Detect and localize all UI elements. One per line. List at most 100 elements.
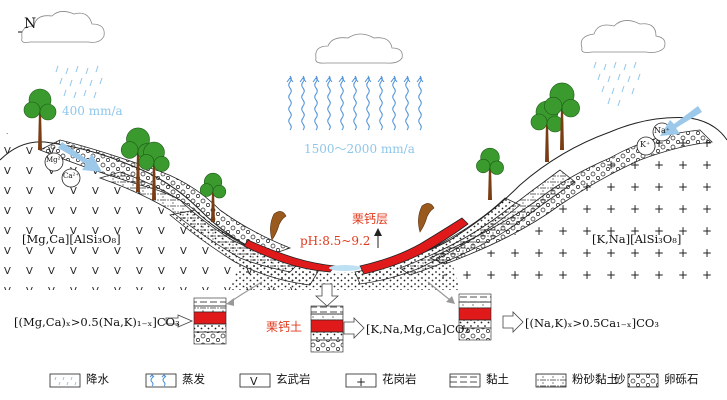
ion-na-label: Na⁺	[654, 126, 670, 135]
calcrete-layer-label: 栗钙层	[352, 212, 389, 226]
soil-profile-layer	[193, 323, 227, 333]
tree-trunk	[560, 106, 564, 150]
north-label: N	[24, 16, 37, 32]
rain-left	[55, 65, 103, 99]
evaporation-arrowhead	[338, 77, 346, 83]
ion-k-label: K⁺	[640, 140, 651, 149]
evaporation-wave	[366, 75, 370, 131]
evaporation-arrowhead	[403, 77, 411, 83]
runoff-arrow-right	[660, 106, 702, 136]
arrow-to-center-profile	[314, 283, 340, 307]
tree-canopy	[153, 155, 170, 172]
rain-amount-label: 400 mm/a	[62, 104, 123, 118]
calcrete-layer-left	[243, 239, 336, 273]
arrow-to-right-profile-head	[446, 296, 455, 304]
cloud-center	[315, 33, 403, 64]
tree-canopy	[530, 113, 548, 131]
ph-label: pH:8.5~9.2	[300, 234, 371, 248]
legend-label-silty-clay: 粉砂黏土	[572, 372, 618, 386]
tree-canopy	[23, 101, 41, 119]
tree-trunk	[152, 162, 156, 200]
soil-profile-layer	[458, 293, 492, 303]
legend-label-evaporation: 蒸发	[182, 372, 205, 386]
evaporation-arrowhead	[299, 77, 307, 83]
svg-text:+: +	[356, 375, 366, 389]
evaporation-arrowhead	[416, 77, 424, 83]
soil-profile-layer	[193, 297, 227, 307]
tree-canopy	[561, 99, 580, 118]
evaporation-arrows	[286, 75, 424, 131]
soil-profile-layer	[310, 313, 344, 321]
legend-label-rain: 降水	[86, 372, 109, 386]
soil-profile-layer	[458, 327, 492, 341]
rain-right	[593, 61, 641, 107]
arrow-to-right-profile	[427, 281, 451, 301]
tree-canopy	[476, 158, 491, 174]
arrow-center-profile-to-formula	[343, 317, 365, 339]
ion-k-circle	[636, 136, 656, 156]
calcrete-layer-right	[359, 217, 469, 275]
cloud-right	[580, 20, 666, 53]
runoff-arrow-left	[58, 142, 102, 172]
evaporation-wave	[314, 75, 318, 131]
ion-mg-label: Mg²⁺	[46, 156, 65, 164]
tree-trunk	[38, 110, 42, 150]
tree-canopy	[138, 154, 155, 170]
evaporation-arrowhead	[312, 77, 320, 83]
soil-profile-layer	[193, 331, 227, 345]
tree-trunk	[545, 122, 549, 162]
tree-canopy	[212, 184, 227, 199]
evaporation-arrowhead	[351, 77, 359, 83]
evaporation-wave	[327, 75, 331, 131]
cloud-left	[21, 11, 105, 43]
legend-label-basalt: 玄武岩	[276, 372, 311, 386]
tree-trunk	[488, 166, 492, 200]
tree-canopy	[544, 96, 563, 116]
granite-bedrock	[400, 126, 727, 290]
evaporation-wave	[288, 75, 292, 131]
legend-label-granite: 花岗岩	[382, 372, 417, 386]
evaporation-wave	[418, 75, 422, 131]
trees	[23, 82, 580, 241]
basin-sand	[230, 256, 460, 290]
legend: 降水 蒸发 玄武岩 花岗岩 黏土 粉砂黏土 砂 卵砾石	[14, 368, 714, 390]
soil-profile-layer	[310, 305, 344, 315]
evaporation-wave	[301, 75, 305, 131]
evaporation-arrowhead	[364, 77, 372, 83]
tree-canopy	[120, 141, 139, 159]
evaporation-arrowhead	[377, 77, 385, 83]
ion-mg-circle	[44, 152, 64, 172]
granite-mineral-formula: [K,Na][AlSi₃O₈]	[592, 232, 682, 246]
soil-profile-layer	[193, 305, 227, 313]
tree-trunk	[211, 190, 215, 222]
tree-canopy	[489, 160, 504, 175]
carbonate-left-formula: [(Mg,Ca)ₓ>0.5(Na,K)₁₋ₓ]CO₃	[14, 315, 180, 329]
evaporation-wave	[353, 75, 357, 131]
evaporation-amount-label: 1500～2000 mm/a	[304, 142, 415, 156]
ion-ca-label: Ca²⁺	[63, 172, 80, 180]
arrow-to-left-profile-head	[226, 298, 234, 306]
evaporation-arrowhead	[286, 77, 294, 83]
soil-profile-layer	[310, 331, 344, 341]
evaporation-wave	[405, 75, 409, 131]
legend-label-clay: 黏土	[486, 372, 509, 386]
shrub-icon	[270, 211, 287, 241]
soil-profiles	[193, 293, 492, 353]
arrow-left-profile-to-formula	[165, 314, 194, 328]
evaporation-arrowhead	[325, 77, 333, 83]
soil-profile-layer	[458, 301, 492, 309]
evaporation-arrowhead	[390, 77, 398, 83]
legend-label-gravel: 卵砾石	[664, 372, 699, 386]
calcrete-soil-label: 栗钙土	[266, 320, 303, 334]
evaporation-wave	[340, 75, 344, 131]
legend-symbols: V +	[54, 374, 658, 389]
water-pond	[329, 265, 361, 271]
soil-profile-layer	[458, 307, 492, 321]
soil-profile-layer	[310, 339, 344, 353]
arrow-right-profile-to-formula	[502, 311, 524, 333]
shrub-icon	[418, 203, 435, 233]
svg-text:V: V	[250, 375, 258, 388]
basalt-mineral-formula: [Mg,Ca][AlSi₃O₈]	[22, 232, 121, 246]
legend-label-sand: 砂	[614, 372, 626, 386]
